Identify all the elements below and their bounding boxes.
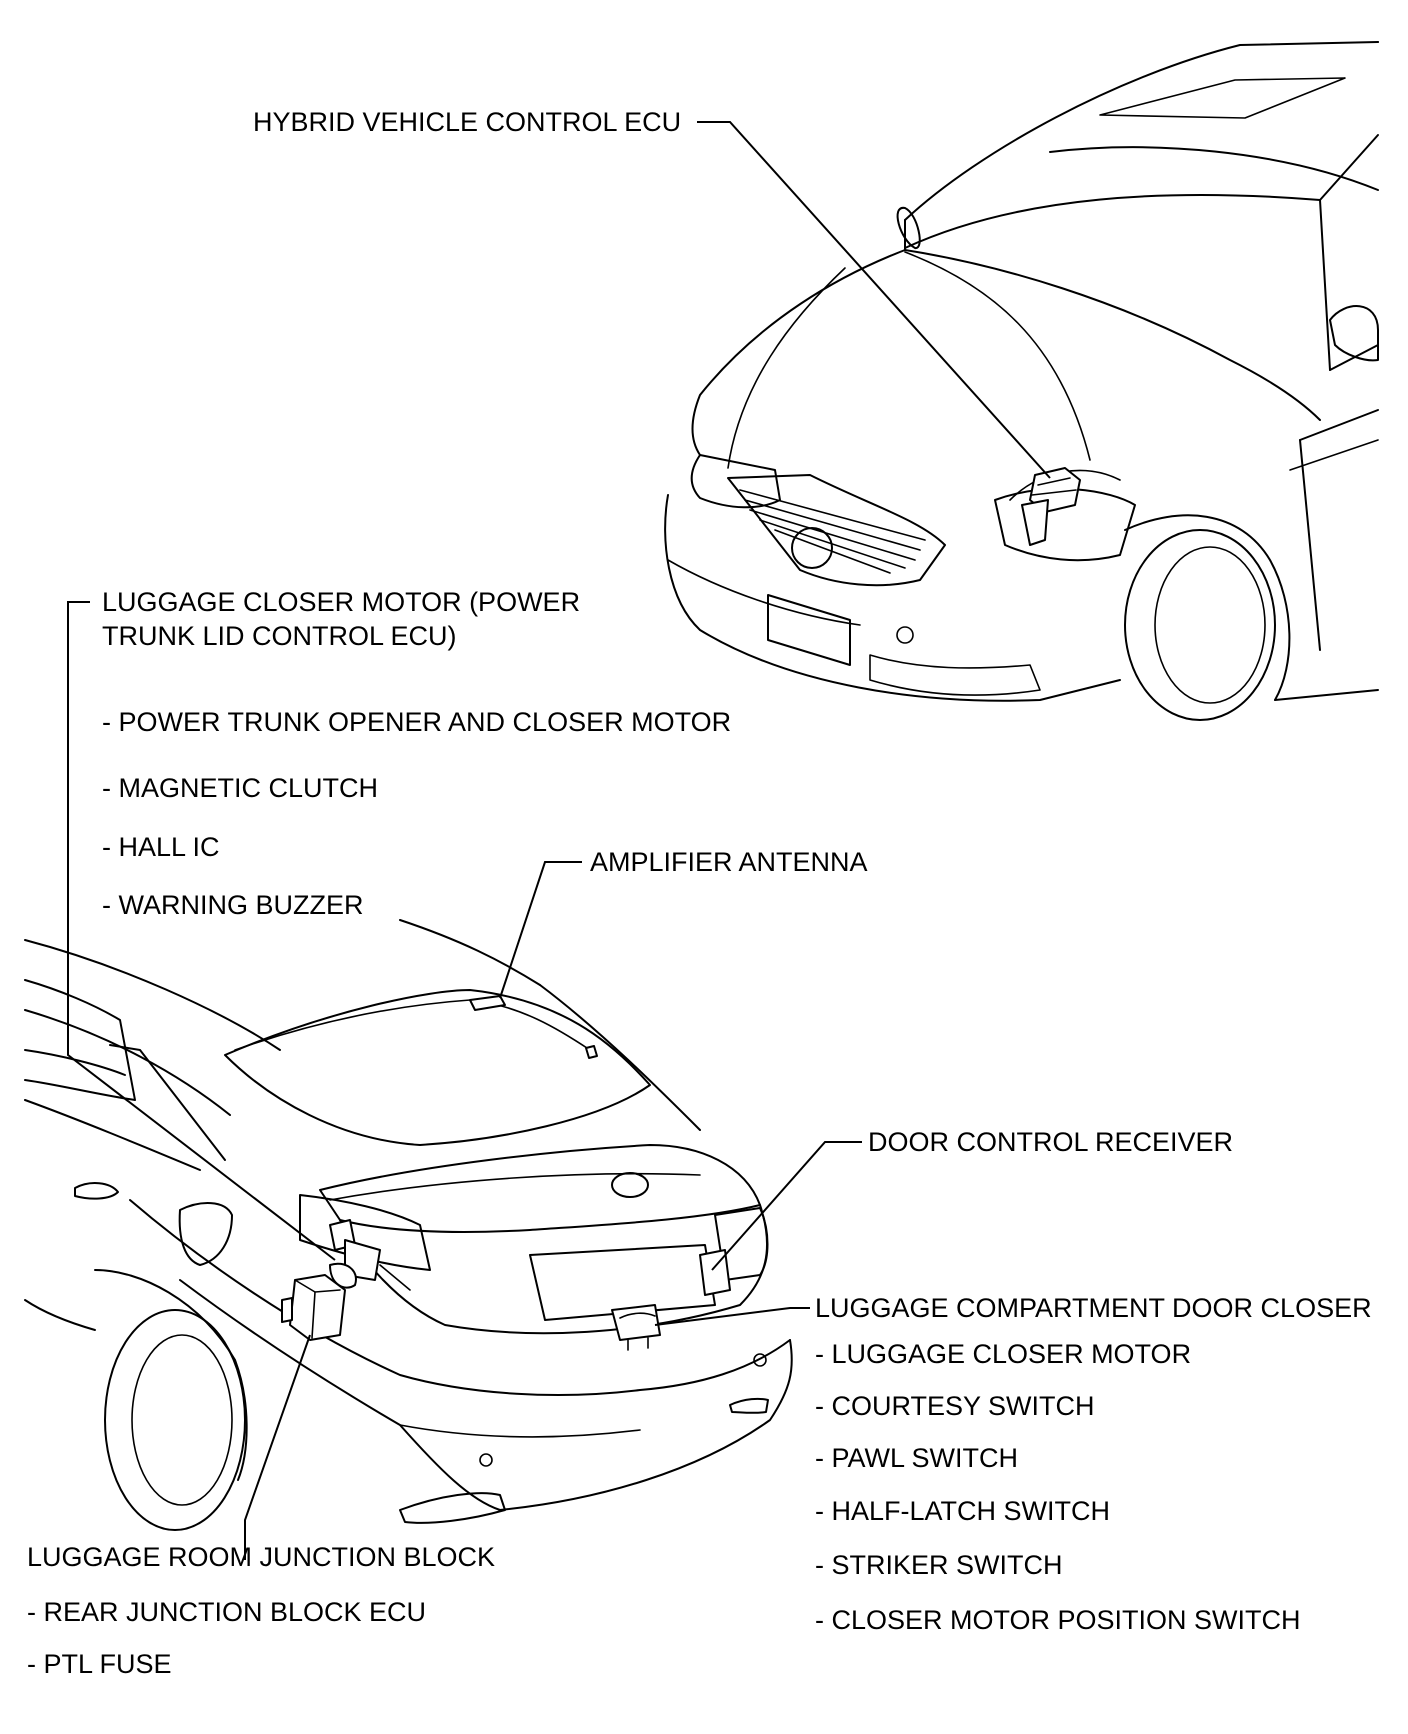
leader-hv-ecu bbox=[697, 121, 1051, 479]
label-luggage-closer-motor-line1: LUGGAGE CLOSER MOTOR (POWER bbox=[102, 587, 581, 617]
label-power-trunk-opener-closer-motor: - POWER TRUNK OPENER AND CLOSER MOTOR bbox=[102, 707, 732, 737]
label-amplifier-antenna: AMPLIFIER ANTENNA bbox=[590, 847, 868, 877]
label-luggage-compartment-door-closer: LUGGAGE COMPARTMENT DOOR CLOSER bbox=[815, 1293, 1372, 1323]
label-warning-buzzer: - WARNING BUZZER bbox=[102, 890, 364, 920]
label-closer-motor-position-switch: - CLOSER MOTOR POSITION SWITCH bbox=[815, 1605, 1301, 1635]
label-striker-switch: - STRIKER SWITCH bbox=[815, 1550, 1063, 1580]
label-luggage-room-junction-block: LUGGAGE ROOM JUNCTION BLOCK bbox=[27, 1542, 496, 1572]
leader-door-control-receiver bbox=[711, 1141, 862, 1271]
leader-door-closer bbox=[654, 1307, 810, 1326]
leader-closer-motor-ecu bbox=[67, 601, 336, 1261]
label-hybrid-vehicle-control-ecu: HYBRID VEHICLE CONTROL ECU bbox=[253, 107, 682, 137]
label-pawl-switch: - PAWL SWITCH bbox=[815, 1443, 1018, 1473]
label-door-control-receiver: DOOR CONTROL RECEIVER bbox=[868, 1127, 1234, 1157]
label-ptl-fuse: - PTL FUSE bbox=[27, 1649, 172, 1679]
leader-amplifier-antenna bbox=[499, 861, 582, 999]
label-luggage-closer-motor: - LUGGAGE CLOSER MOTOR bbox=[815, 1339, 1192, 1369]
label-half-latch-switch: - HALF-LATCH SWITCH bbox=[815, 1496, 1110, 1526]
label-hall-ic: - HALL IC bbox=[102, 832, 220, 862]
label-rear-junction-block-ecu: - REAR JUNCTION BLOCK ECU bbox=[27, 1597, 427, 1627]
label-magnetic-clutch: - MAGNETIC CLUTCH bbox=[102, 773, 378, 803]
label-luggage-closer-motor-line2: TRUNK LID CONTROL ECU) bbox=[102, 621, 457, 651]
rear-car-illustration bbox=[24, 919, 793, 1531]
front-car-illustration bbox=[664, 41, 1379, 721]
leader-junction-block bbox=[244, 1334, 311, 1560]
label-courtesy-switch: - COURTESY SWITCH bbox=[815, 1391, 1095, 1421]
